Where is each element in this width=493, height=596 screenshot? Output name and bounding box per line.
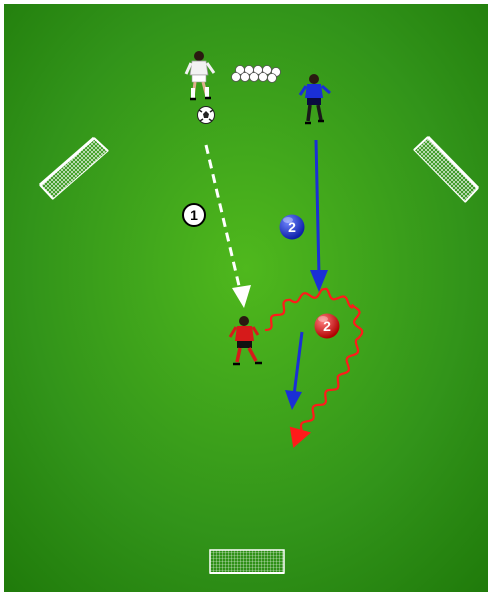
pass-marker: 1 bbox=[183, 204, 205, 226]
ball-pile-icon bbox=[232, 66, 281, 83]
blue-run-marker: 2 bbox=[280, 215, 305, 240]
ball-icon bbox=[198, 107, 215, 124]
blue-run-marker-label: 2 bbox=[288, 219, 296, 235]
red-run-marker-label: 2 bbox=[323, 318, 331, 334]
bottom-goal-icon bbox=[210, 550, 284, 573]
red-run-marker: 2 bbox=[315, 314, 340, 339]
pass-marker-label: 1 bbox=[190, 207, 198, 223]
